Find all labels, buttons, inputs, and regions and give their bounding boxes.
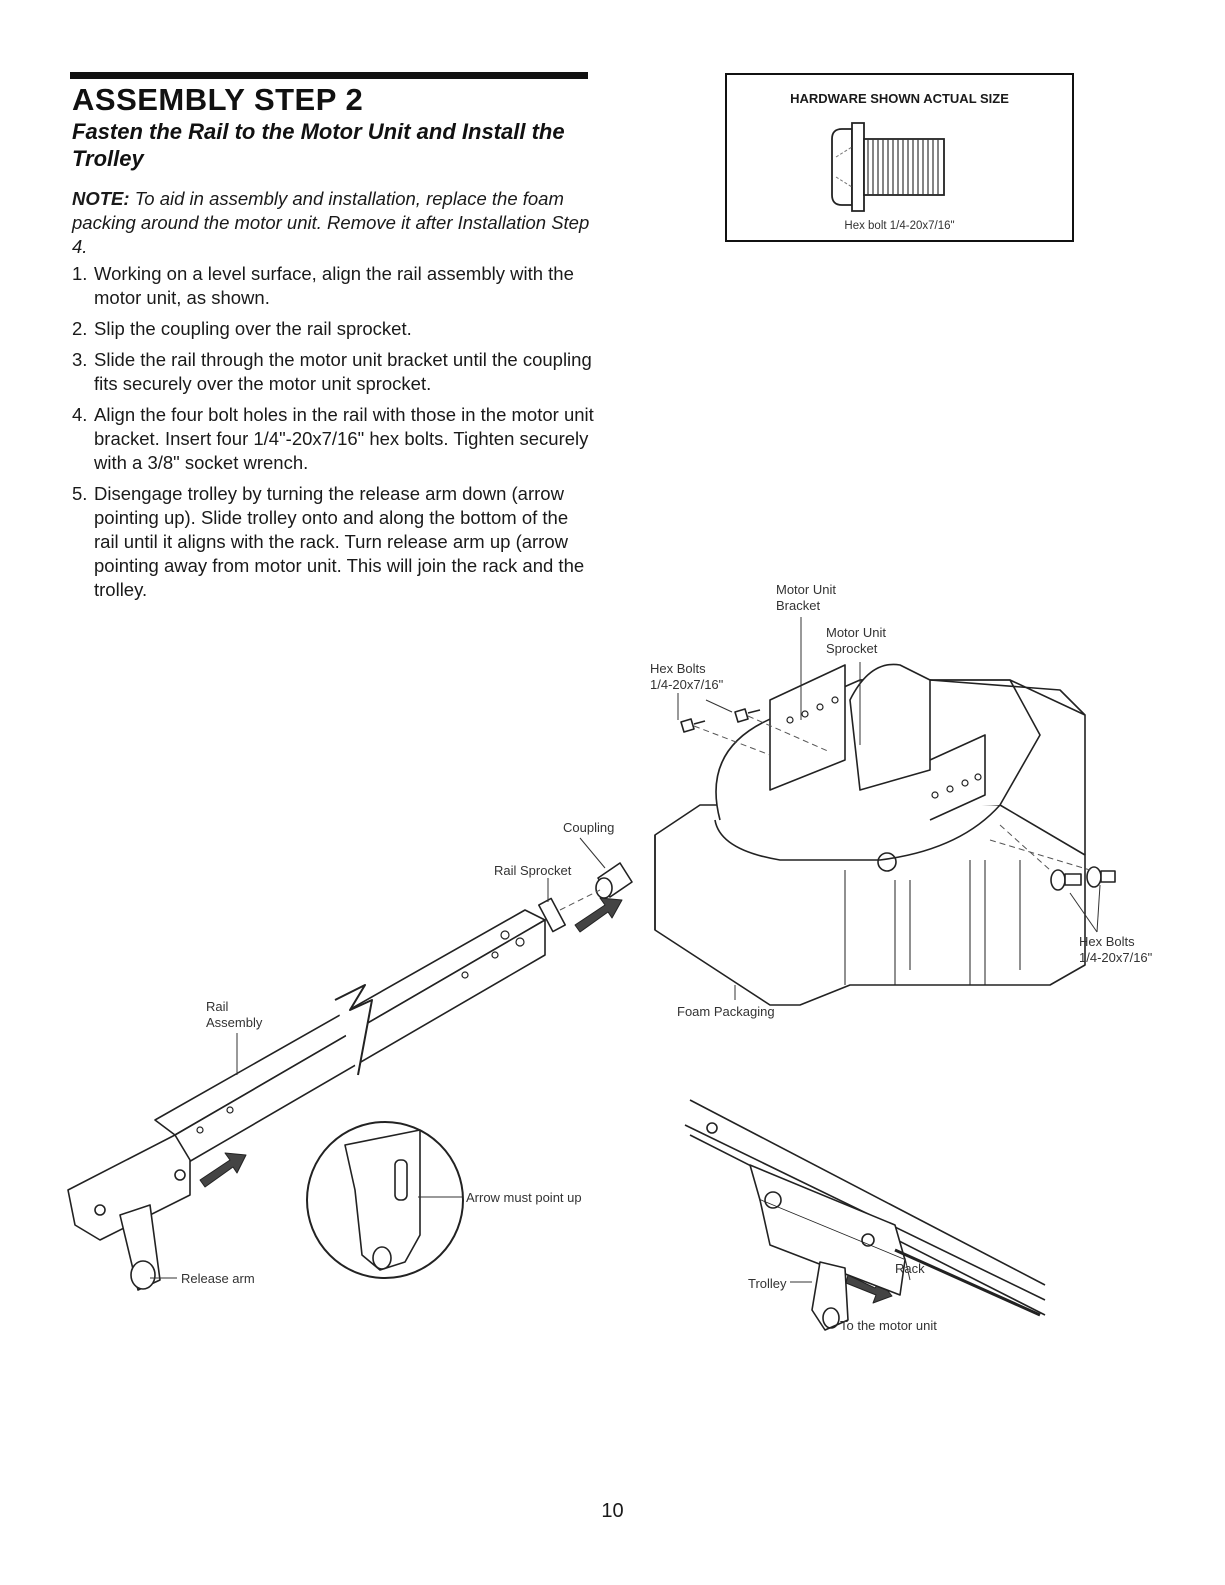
label-hex-bolts-right: 1/4-20x7/16" [1079,950,1153,965]
label-motor-unit-bracket: Motor Unit [776,582,836,597]
coupling-illustration [595,862,633,899]
step-title: ASSEMBLY STEP 2 [72,82,364,117]
step-text: Disengage trolley by turning the release… [94,483,585,600]
label-rail-assembly: Rail [206,999,229,1014]
hex-bolt-icon [680,708,1116,891]
label-trolley: Trolley [748,1276,787,1291]
motor-unit-illustration [654,663,1086,1006]
label-rack: Rack [895,1261,925,1276]
rail-illustration [154,897,567,1171]
step-text: Working on a level surface, align the ra… [94,263,574,308]
step-item: 3. Slide the rail through the motor unit … [72,348,597,396]
page-number: 10 [601,1500,624,1522]
arrow-icon [574,897,623,933]
note-paragraph: NOTE: To aid in assembly and installatio… [72,187,592,259]
label-motor-unit-bracket: Bracket [776,598,820,613]
step-item: 4. Align the four bolt holes in the rail … [72,403,597,475]
step-number: 5. [72,483,88,504]
label-rail-assembly: Assembly [206,1015,263,1030]
step-number: 4. [72,404,88,425]
step-text: Slip the coupling over the rail sprocket… [94,318,412,339]
label-foam-packaging: Foam Packaging [677,1004,775,1019]
hardware-box: HARDWARE SHOWN ACTUAL SIZE Hex bolt 1/4-… [725,73,1074,242]
hardware-title: HARDWARE SHOWN ACTUAL SIZE [790,91,1009,106]
step-number: 1. [72,263,88,284]
step-number: 3. [72,349,88,370]
instruction-steps: 1. Working on a level surface, align the … [72,262,597,609]
step-subtitle: Fasten the Rail to the Motor Unit and In… [72,119,565,171]
label-hex-bolts-left: Hex Bolts [650,661,706,676]
label-motor-unit-sprocket: Sprocket [826,641,878,656]
label-coupling: Coupling [563,820,614,835]
step-item: 5. Disengage trolley by turning the relea… [72,482,597,602]
step-item: 2. Slip the coupling over the rail sprock… [72,317,597,341]
step-item: 1. Working on a level surface, align the … [72,262,597,310]
release-arm-detail [306,1121,464,1279]
label-rail-sprocket: Rail Sprocket [494,863,572,878]
step-number: 2. [72,318,88,339]
arrow-icon [199,1152,247,1188]
label-motor-unit-sprocket: Motor Unit [826,625,886,640]
trolley-rack-detail [684,1099,1046,1331]
trolley-illustration [67,1134,191,1291]
title-rule [70,72,588,79]
label-hex-bolts-right: Hex Bolts [1079,934,1135,949]
note-text: To aid in assembly and installation, rep… [72,188,590,257]
label-to-motor-unit: To the motor unit [840,1318,937,1333]
hardware-caption: Hex bolt 1/4-20x7/16" [844,220,955,232]
hex-bolt-icon [831,122,945,212]
step-text: Slide the rail through the motor unit br… [94,349,592,394]
label-hex-bolts-left: 1/4-20x7/16" [650,677,724,692]
note-label: NOTE: [72,188,130,209]
step-text: Align the four bolt holes in the rail wi… [94,404,594,473]
label-release-arm: Release arm [181,1271,255,1286]
label-arrow-must-point-up: Arrow must point up [466,1190,582,1205]
